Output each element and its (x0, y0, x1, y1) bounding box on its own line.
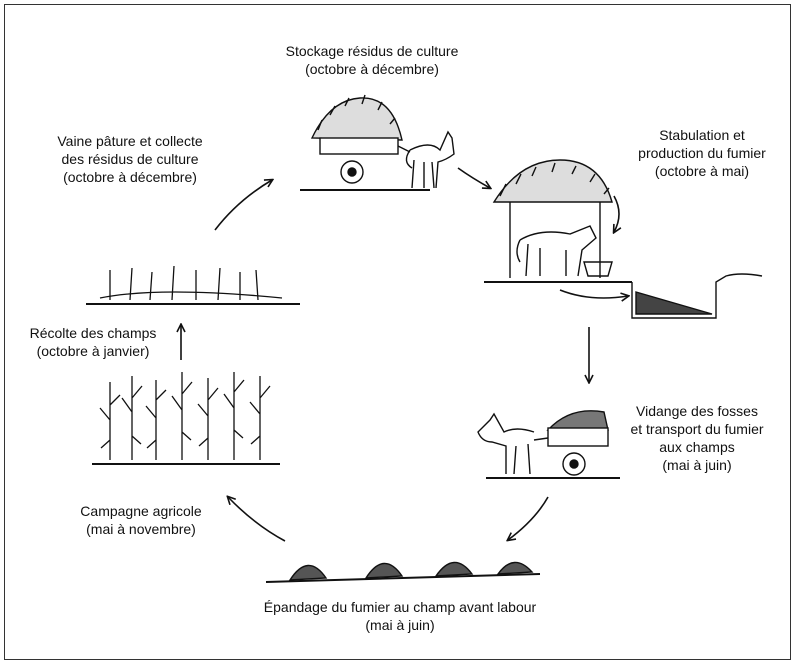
label-harvest: Récolte des champs (octobre à janvier) (8, 324, 178, 360)
arrow-emptying-to-spreading (508, 496, 549, 540)
arrow-grazing-to-storage (214, 180, 272, 231)
campaign-period: (mai à novembre) (86, 521, 196, 537)
label-grazing: Vaine pâture et collecte des résidus de … (30, 132, 230, 186)
arrow-into-stable (614, 195, 619, 232)
stubble-field-drawing (86, 265, 300, 305)
storage-cart-drawing (300, 94, 455, 191)
stabling-period: (octobre à mai) (654, 163, 750, 179)
grazing-title-1: Vaine pâture et collecte (57, 133, 203, 149)
grazing-title-2: des résidus de culture (61, 151, 199, 167)
emptying-title-1: Vidange des fosses (636, 403, 758, 419)
emptying-title-3: aux champs (659, 439, 735, 455)
campaign-title: Campagne agricole (80, 503, 202, 519)
label-stabling: Stabulation et production du fumier (oct… (622, 126, 782, 180)
grazing-period: (octobre à décembre) (63, 169, 197, 185)
storage-period: (octobre à décembre) (305, 61, 439, 77)
arrow-spreading-to-campaign (228, 497, 286, 542)
harvest-title: Récolte des champs (29, 325, 157, 341)
spreading-period: (mai à juin) (365, 617, 435, 633)
stable-drawing (484, 159, 763, 319)
emptying-period: (mai à juin) (662, 457, 732, 473)
label-campaign: Campagne agricole (mai à novembre) (56, 502, 226, 538)
arrow-to-pit (559, 289, 628, 298)
manure-heaps-drawing (265, 561, 541, 583)
manure-cart-drawing (477, 410, 620, 479)
label-emptying: Vidange des fosses et transport du fumie… (612, 402, 782, 474)
spreading-title: Épandage du fumier au champ avant labour (263, 599, 537, 615)
label-storage: Stockage résidus de culture (octobre à d… (262, 42, 482, 78)
storage-title: Stockage résidus de culture (285, 43, 459, 59)
emptying-title-2: et transport du fumier (630, 421, 764, 437)
label-spreading: Épandage du fumier au champ avant labour… (220, 598, 580, 634)
growing-crop-drawing (92, 372, 280, 465)
harvest-period: (octobre à janvier) (36, 343, 150, 359)
figure-frame (4, 4, 791, 660)
arrow-storage-to-stabling (457, 167, 490, 188)
stabling-title-2: production du fumier (638, 145, 766, 161)
stabling-title-1: Stabulation et (659, 127, 745, 143)
